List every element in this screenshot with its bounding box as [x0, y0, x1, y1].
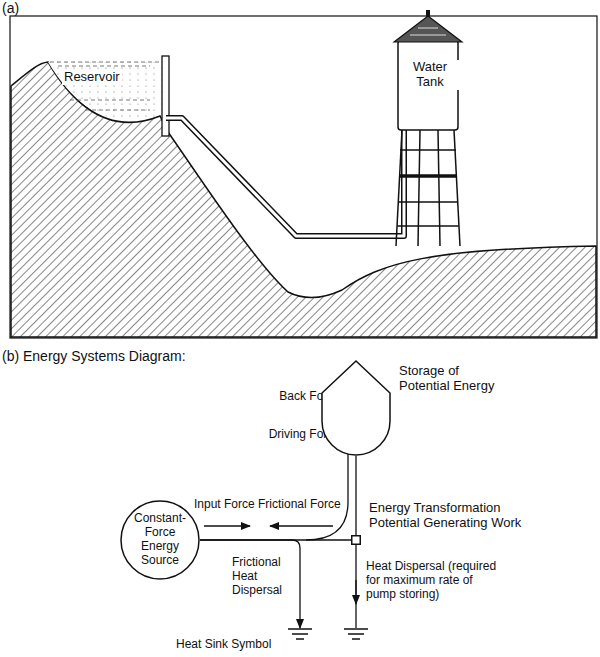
heat-sink-symbol [344, 629, 368, 639]
connector-line [200, 540, 300, 628]
hill-ground [11, 62, 596, 337]
storage-tank-symbol: Storage of Potential Energy [321, 360, 391, 456]
tank-finial [426, 10, 430, 17]
dispersal-label: Heat Dispersal (required for maximum rat… [366, 560, 498, 601]
energy-source-circle: Constant-Force Energy Source [120, 500, 200, 580]
circle-outline [121, 501, 199, 579]
tank-label: Water Tank [401, 60, 459, 90]
roof-texture [410, 28, 446, 35]
ground-bar [292, 633, 308, 635]
panel-label: (b) Energy Systems Diagram: [2, 348, 186, 364]
storage-outline [322, 361, 390, 455]
node-label: Storage of Potential Energy [399, 364, 511, 394]
ground-bar [296, 638, 304, 640]
pipe-inner [166, 118, 404, 236]
dam-post [162, 56, 169, 136]
frictional-force-arrow [270, 525, 333, 526]
dispersal-label: Frictional Heat Dispersal [232, 556, 296, 597]
heat-sink-symbol: Heat Sink Symbol [288, 628, 312, 642]
ground-bar [288, 628, 312, 630]
pipe-outer [166, 118, 404, 236]
water-tank [398, 40, 458, 130]
tower-frame [396, 130, 460, 246]
input-force-arrow [204, 525, 250, 526]
heat-sink-symbol-outline [288, 628, 312, 642]
heat-dispersal-arrow [355, 580, 356, 604]
force-label: Frictional Force [258, 498, 341, 512]
force-label: Input Force [194, 498, 255, 512]
transformation-box: Energy Transformation Potential Generati… [351, 535, 361, 545]
node-label: Constant-Force Energy Source [127, 512, 193, 567]
panel-frame [10, 16, 597, 338]
heat-dispersal-line [355, 545, 356, 628]
water-surface [50, 62, 160, 110]
connector-line [355, 456, 356, 535]
node-label: Heat Sink Symbol [176, 638, 271, 652]
storage-tank-symbol-outline [321, 360, 391, 456]
square-outline [352, 536, 361, 545]
panel-label: (a) [2, 0, 19, 16]
reservoir-water [48, 62, 162, 121]
reservoir-label: Reservoir [62, 70, 122, 85]
tank-roof [394, 16, 462, 42]
node-label: Energy Transformation Potential Generati… [369, 501, 547, 531]
transformation-box-outline [351, 535, 361, 545]
water-texture [48, 62, 162, 121]
